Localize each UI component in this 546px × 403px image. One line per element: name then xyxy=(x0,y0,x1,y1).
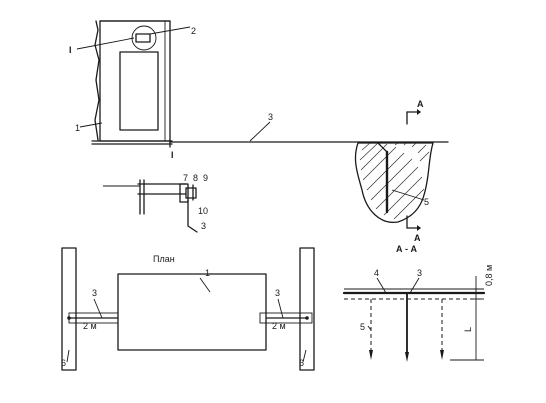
detail-mark-I: I xyxy=(69,45,72,55)
plan-view xyxy=(61,247,315,371)
detail-title-I: I xyxy=(171,150,174,160)
callout-9: 9 xyxy=(203,173,208,183)
callout-3-section: 3 xyxy=(417,268,422,278)
cabinet-elevation xyxy=(91,20,173,145)
callout-6-left: 6 xyxy=(61,358,66,368)
callout-3-detail: 3 xyxy=(201,221,206,231)
electrode-length: L xyxy=(463,327,473,332)
distance-left: 2 м xyxy=(83,321,97,331)
section-mark-A-top: A xyxy=(417,99,424,109)
section-AA xyxy=(342,276,486,362)
leader-lines xyxy=(66,26,425,363)
callout-7: 7 xyxy=(183,173,188,183)
section-mark-bottom xyxy=(406,215,421,231)
detail-I xyxy=(137,179,198,233)
callout-8: 8 xyxy=(193,173,198,183)
soil-section xyxy=(354,142,434,223)
distance-right: 2 м xyxy=(272,321,286,331)
building-1-plan xyxy=(117,273,267,351)
section-title-AA: А - А xyxy=(396,244,417,254)
callout-2: 2 xyxy=(191,26,196,36)
callout-3-elevation: 3 xyxy=(268,112,273,122)
callout-5-section: 5 xyxy=(360,322,365,332)
grounding-conductor-3 xyxy=(169,139,449,148)
callout-5-elevation: 5 xyxy=(424,197,429,207)
ground-bus-6-left xyxy=(61,247,77,371)
callout-10: 10 xyxy=(198,206,208,216)
callout-3-plan-left: 3 xyxy=(92,288,97,298)
callout-6-right: 6 xyxy=(299,358,304,368)
section-mark-A-bottom: A xyxy=(414,233,421,243)
grounding-bolt-2 xyxy=(135,33,151,43)
depth-dimension: 0,8 м xyxy=(484,265,494,286)
callout-1-plan: 1 xyxy=(205,268,210,278)
section-mark-top xyxy=(406,109,421,125)
callout-3-plan-right: 3 xyxy=(275,288,280,298)
plan-title: План xyxy=(153,254,175,264)
callout-4: 4 xyxy=(374,268,379,278)
callout-1-elevation: 1 xyxy=(75,123,80,133)
ground-bus-6-right xyxy=(299,247,315,371)
